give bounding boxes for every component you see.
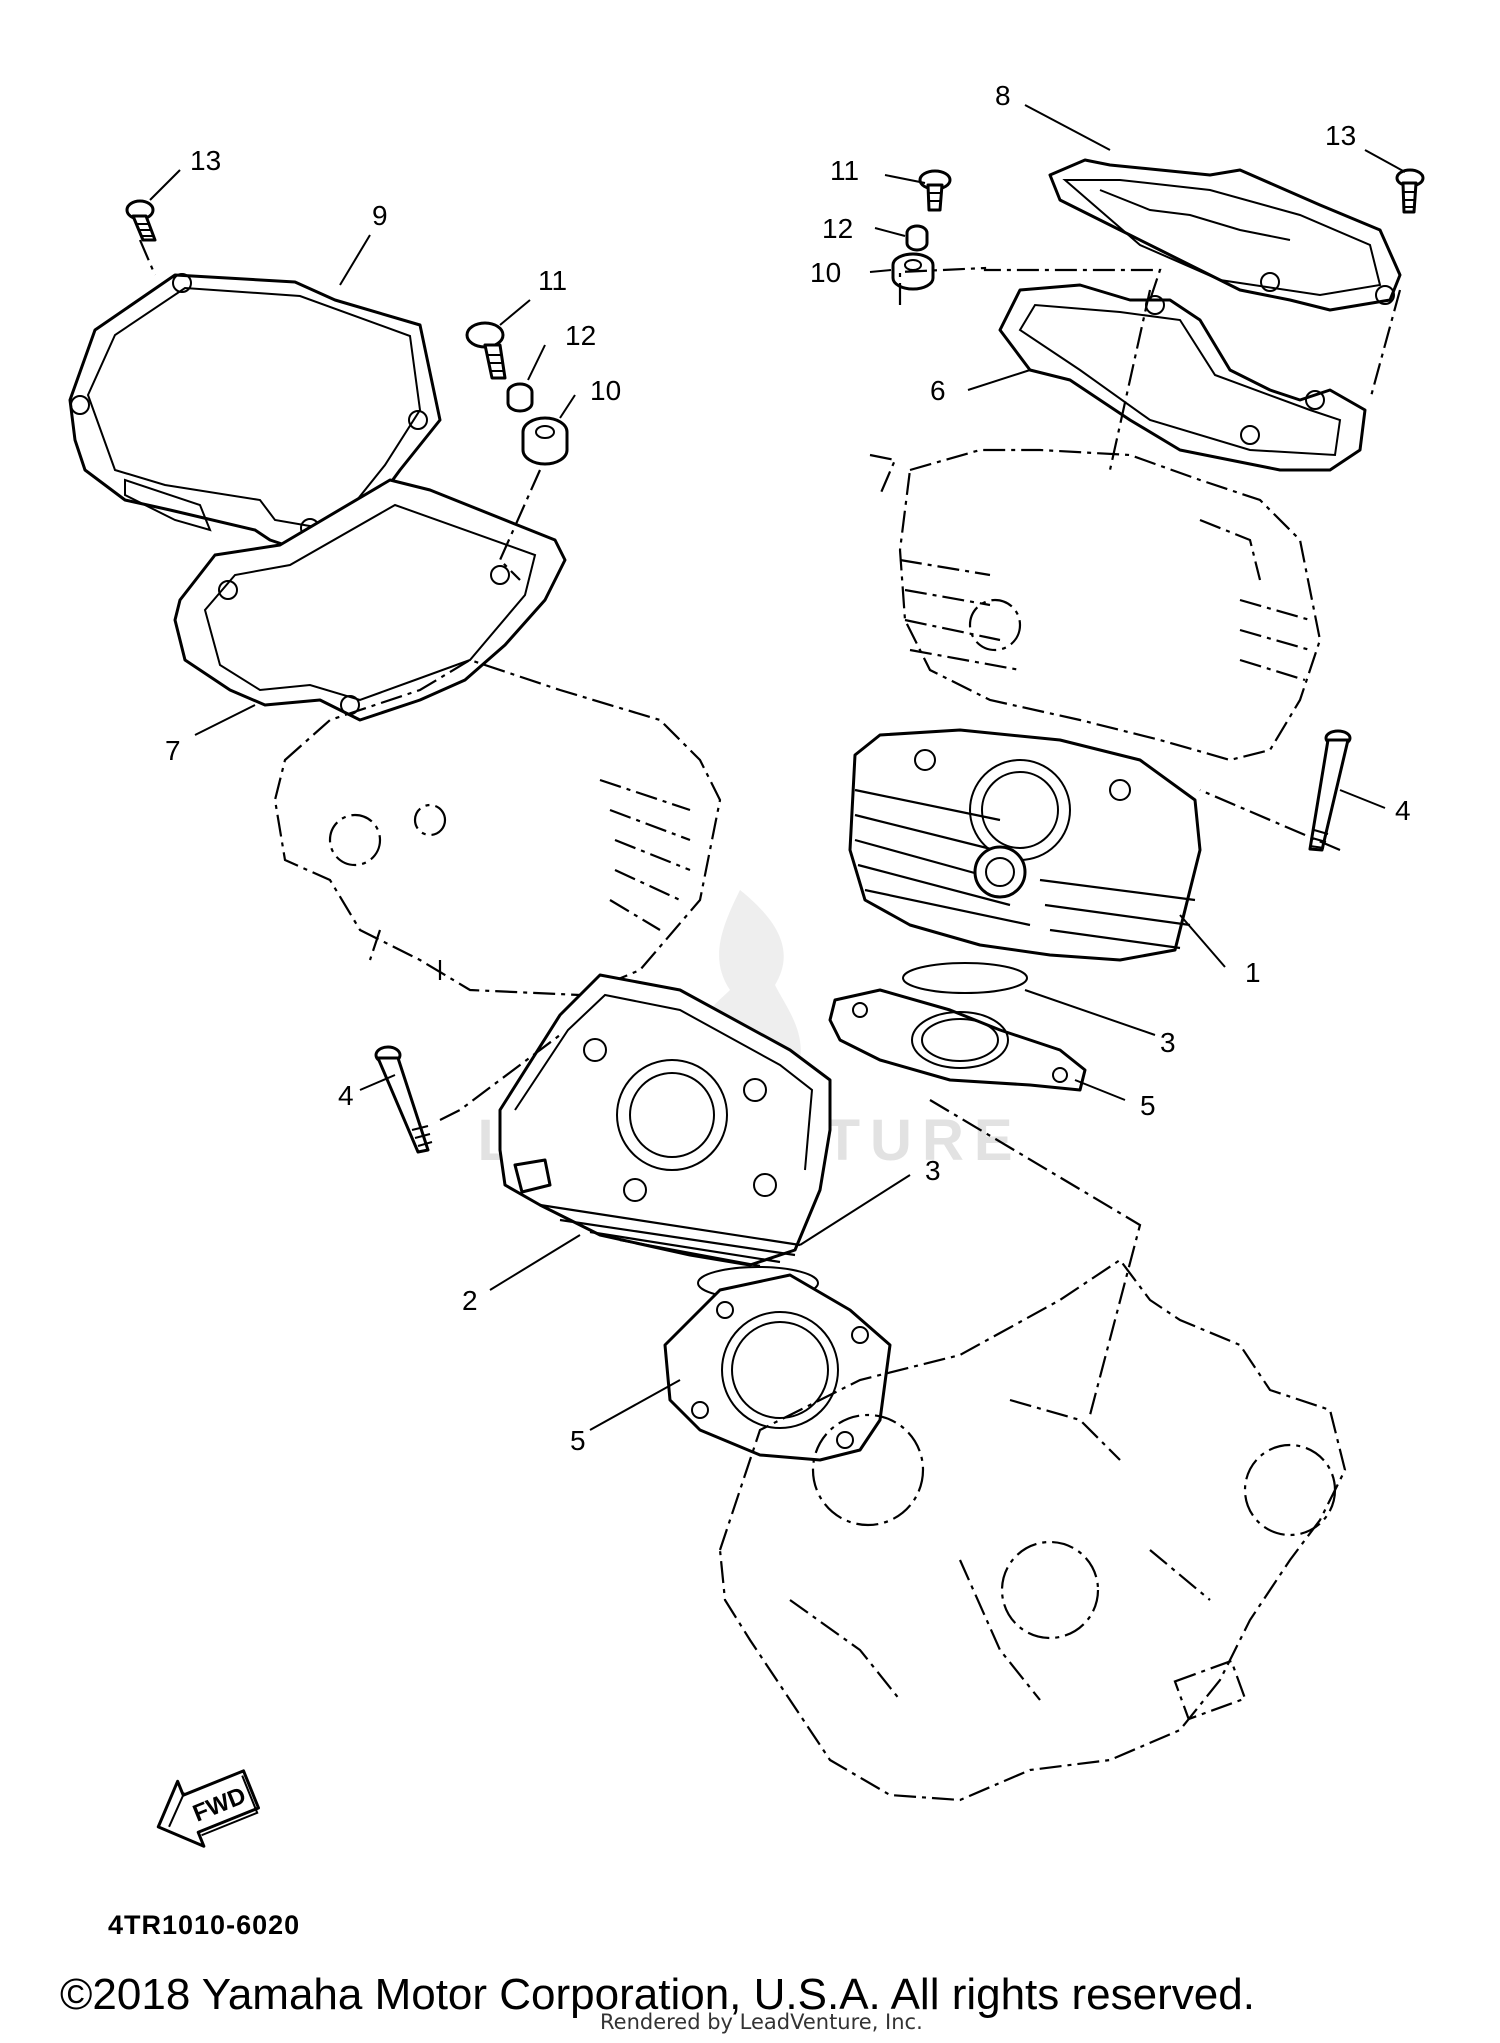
callout-3-lower: 3 xyxy=(925,1155,941,1186)
diagram-code: 4TR1010-6020 xyxy=(108,1910,301,1940)
part-1-cylinder-right xyxy=(848,728,1202,962)
part-8-cylinder-head-cover-right xyxy=(1048,158,1402,312)
callout-11-right: 11 xyxy=(830,155,859,186)
callout-1: 1 xyxy=(1245,957,1261,988)
part-10-damper-left xyxy=(521,416,569,466)
part-7-cover-bracket-left xyxy=(173,478,567,722)
crankcase-phantom xyxy=(718,1258,1347,1802)
callout-13-left: 13 xyxy=(190,145,221,176)
callout-7: 7 xyxy=(165,735,181,766)
part-3-o-ring-upper xyxy=(902,962,1028,994)
part-11-bolt-left xyxy=(465,321,507,380)
part-4-stud-bolt-left xyxy=(374,1045,433,1154)
left-cylinder-head-phantom xyxy=(273,658,722,997)
callout-8: 8 xyxy=(995,80,1011,111)
right-cylinder-head-phantom xyxy=(869,448,1322,762)
callout-2: 2 xyxy=(462,1285,478,1316)
part-5-gasket-lower xyxy=(663,1273,892,1462)
part-12-collar-left xyxy=(506,382,534,413)
callout-5-lower: 5 xyxy=(570,1425,586,1456)
callouts: 13 9 11 12 10 7 4 2 3 5 8 13 11 12 10 6 … xyxy=(165,80,1411,1456)
rendered-by-notice: Rendered by LeadVenture, Inc. xyxy=(600,2010,923,2034)
part-6-cover-bracket-right xyxy=(998,283,1367,472)
part-12-collar-right xyxy=(905,224,929,252)
callout-11-left: 11 xyxy=(538,265,567,296)
part-13-screw-left xyxy=(125,199,157,242)
copyright-notice: ©2018 Yamaha Motor Corporation, U.S.A. A… xyxy=(60,1970,1255,2019)
callout-6: 6 xyxy=(930,375,946,406)
part-4-stud-bolt-right xyxy=(1308,729,1352,852)
part-2-cylinder-left xyxy=(498,973,832,1268)
part-13-screw-right xyxy=(1395,168,1425,214)
alignment-lines xyxy=(138,239,1402,1416)
callout-4-left: 4 xyxy=(338,1080,354,1111)
part-11-bolt-right xyxy=(918,169,952,212)
callout-3-upper: 3 xyxy=(1160,1027,1176,1058)
callout-10-left: 10 xyxy=(590,375,621,406)
callout-4-right: 4 xyxy=(1395,795,1411,826)
callout-12-left: 12 xyxy=(565,320,596,351)
fwd-arrow-icon: FWD xyxy=(156,1769,260,1848)
callout-13-right: 13 xyxy=(1325,120,1356,151)
callout-9: 9 xyxy=(372,200,388,231)
callout-12-right: 12 xyxy=(822,213,853,244)
callout-10-right: 10 xyxy=(810,257,841,288)
leader-lines xyxy=(149,104,1406,1431)
part-5-gasket-upper xyxy=(828,988,1087,1092)
callout-5-upper: 5 xyxy=(1140,1090,1156,1121)
